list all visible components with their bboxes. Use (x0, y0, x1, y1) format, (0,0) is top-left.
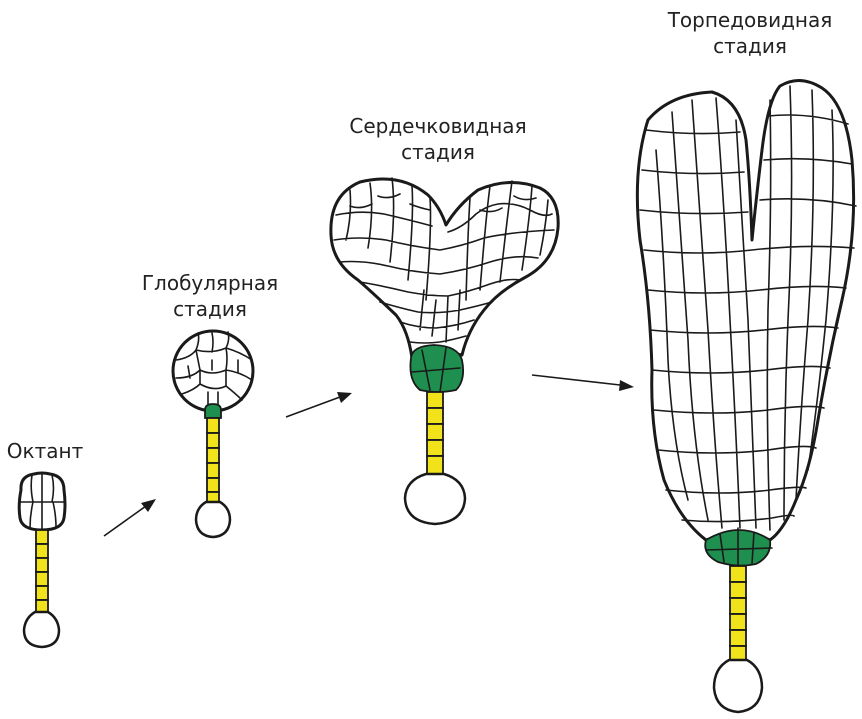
arrow-heart-to-torpedo (532, 375, 634, 391)
octant-embryo (19, 473, 65, 647)
heart-label-line1: Сердечковидная (349, 114, 526, 138)
globular-embryo (173, 331, 253, 537)
octant-label: Октант (7, 439, 84, 463)
heart-basal-cell (405, 474, 465, 524)
globular-label-line1: Глобулярная (142, 271, 278, 295)
heart-proembryo (331, 178, 558, 358)
torpedo-proembryo (637, 80, 856, 540)
octant-proembryo (19, 473, 65, 530)
torpedo-embryo (637, 80, 856, 712)
torpedo-basal-cell (714, 660, 762, 712)
torpedo-label-line1: Торпедовидная (667, 8, 833, 32)
octant-suspensor (36, 530, 48, 612)
heart-suspensor (427, 392, 443, 474)
globular-suspensor (207, 418, 219, 502)
octant-basal-cell (24, 612, 59, 647)
arrow-octant-to-globular (104, 499, 156, 536)
heart-label-line2: стадия (401, 140, 475, 164)
torpedo-label-line2: стадия (713, 34, 787, 58)
globular-basal-cell (196, 502, 230, 537)
globular-proembryo (173, 331, 253, 411)
globular-hypophysis (205, 404, 221, 418)
globular-label-line2: стадия (173, 297, 247, 321)
torpedo-suspensor (730, 566, 746, 660)
arrow-globular-to-heart (286, 392, 352, 417)
heart-embryo (331, 178, 558, 524)
